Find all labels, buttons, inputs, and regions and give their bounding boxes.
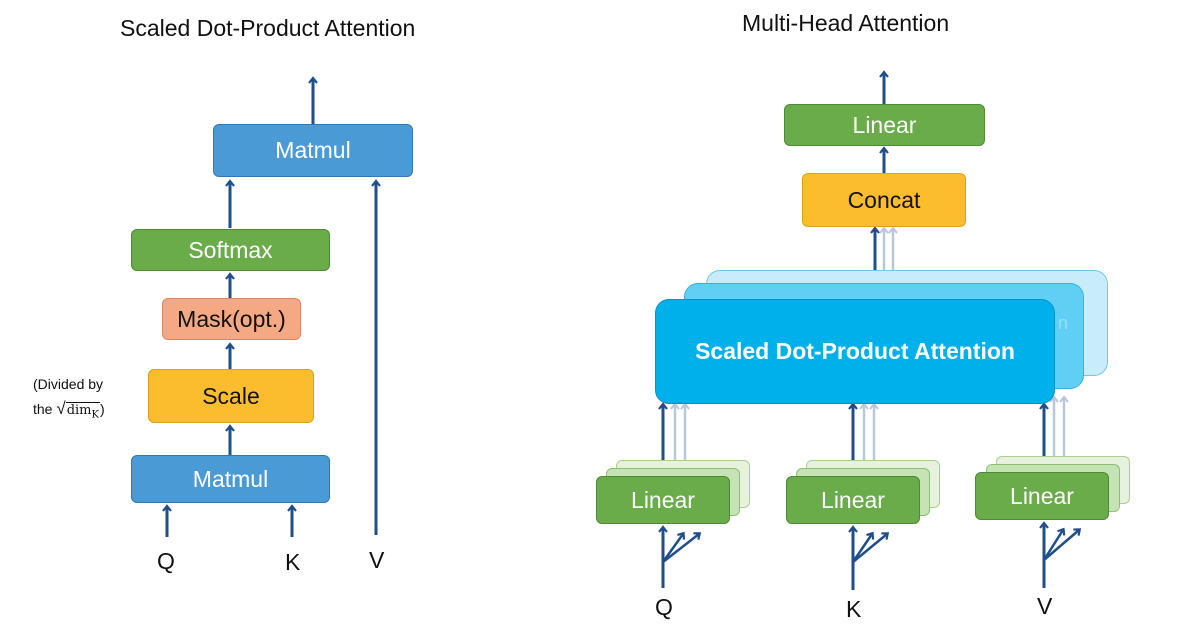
attention-box: Scaled Dot-Product Attention (655, 299, 1055, 404)
matmul-top-box: Matmul (213, 124, 413, 177)
left-input-q: Q (157, 548, 175, 574)
linear-k-box: Linear (786, 476, 920, 524)
scale-note-close: ) (100, 401, 105, 417)
right-input-k: K (846, 596, 862, 622)
concat-label: Concat (847, 186, 921, 213)
scale-label: Scale (202, 382, 260, 409)
linear-v-box: Linear (975, 472, 1109, 520)
matmul-bottom-label: Matmul (192, 465, 269, 492)
softmax-label: Softmax (188, 236, 273, 263)
scale-note-line1: (Divided by (33, 376, 104, 392)
linear-top-label: Linear (852, 111, 917, 138)
right-input-v: V (1037, 593, 1053, 619)
sqrt-subscript: K (91, 409, 99, 421)
linear-q-box: Linear (596, 476, 730, 524)
mh-arrow-q-fan1 (661, 531, 686, 563)
linear-v-label: Linear (1010, 482, 1074, 509)
matmul-bottom-box: Matmul (131, 455, 330, 503)
mh-arrow-q-fan2 (662, 532, 702, 563)
mask-box: Mask(opt.) (162, 298, 301, 340)
scale-note-the: the (33, 401, 53, 417)
mh-arrow-v-fan2 (1043, 528, 1082, 561)
linear-q-label: Linear (631, 486, 695, 513)
scale-note-line2: the √dimK) (33, 398, 105, 427)
sqrt-arg-text: dim (66, 403, 92, 418)
linear-top-box: Linear (784, 104, 985, 146)
sqrt-sign: √ (56, 399, 66, 418)
right-input-q: Q (655, 594, 673, 620)
concat-box: Concat (802, 173, 966, 227)
sqrt-argument: dimK (65, 402, 100, 421)
mask-label: Mask(opt.) (177, 305, 286, 332)
left-input-v: V (369, 547, 385, 573)
right-diagram-title: Multi-Head Attention (742, 10, 950, 36)
left-diagram-title: Scaled Dot-Product Attention (120, 15, 416, 41)
mh-arrow-k-fan2 (852, 532, 890, 563)
mh-arrow-k-fan1 (851, 531, 875, 563)
attention-label: Scaled Dot-Product Attention (695, 338, 1015, 364)
attention-ghost-text: n (1058, 313, 1069, 333)
matmul-top-label: Matmul (275, 137, 351, 163)
softmax-box: Softmax (131, 229, 330, 271)
linear-k-label: Linear (821, 486, 885, 513)
scale-box: Scale (148, 369, 314, 423)
mh-arrow-v-fan1 (1042, 527, 1066, 561)
left-input-k: K (285, 549, 301, 575)
